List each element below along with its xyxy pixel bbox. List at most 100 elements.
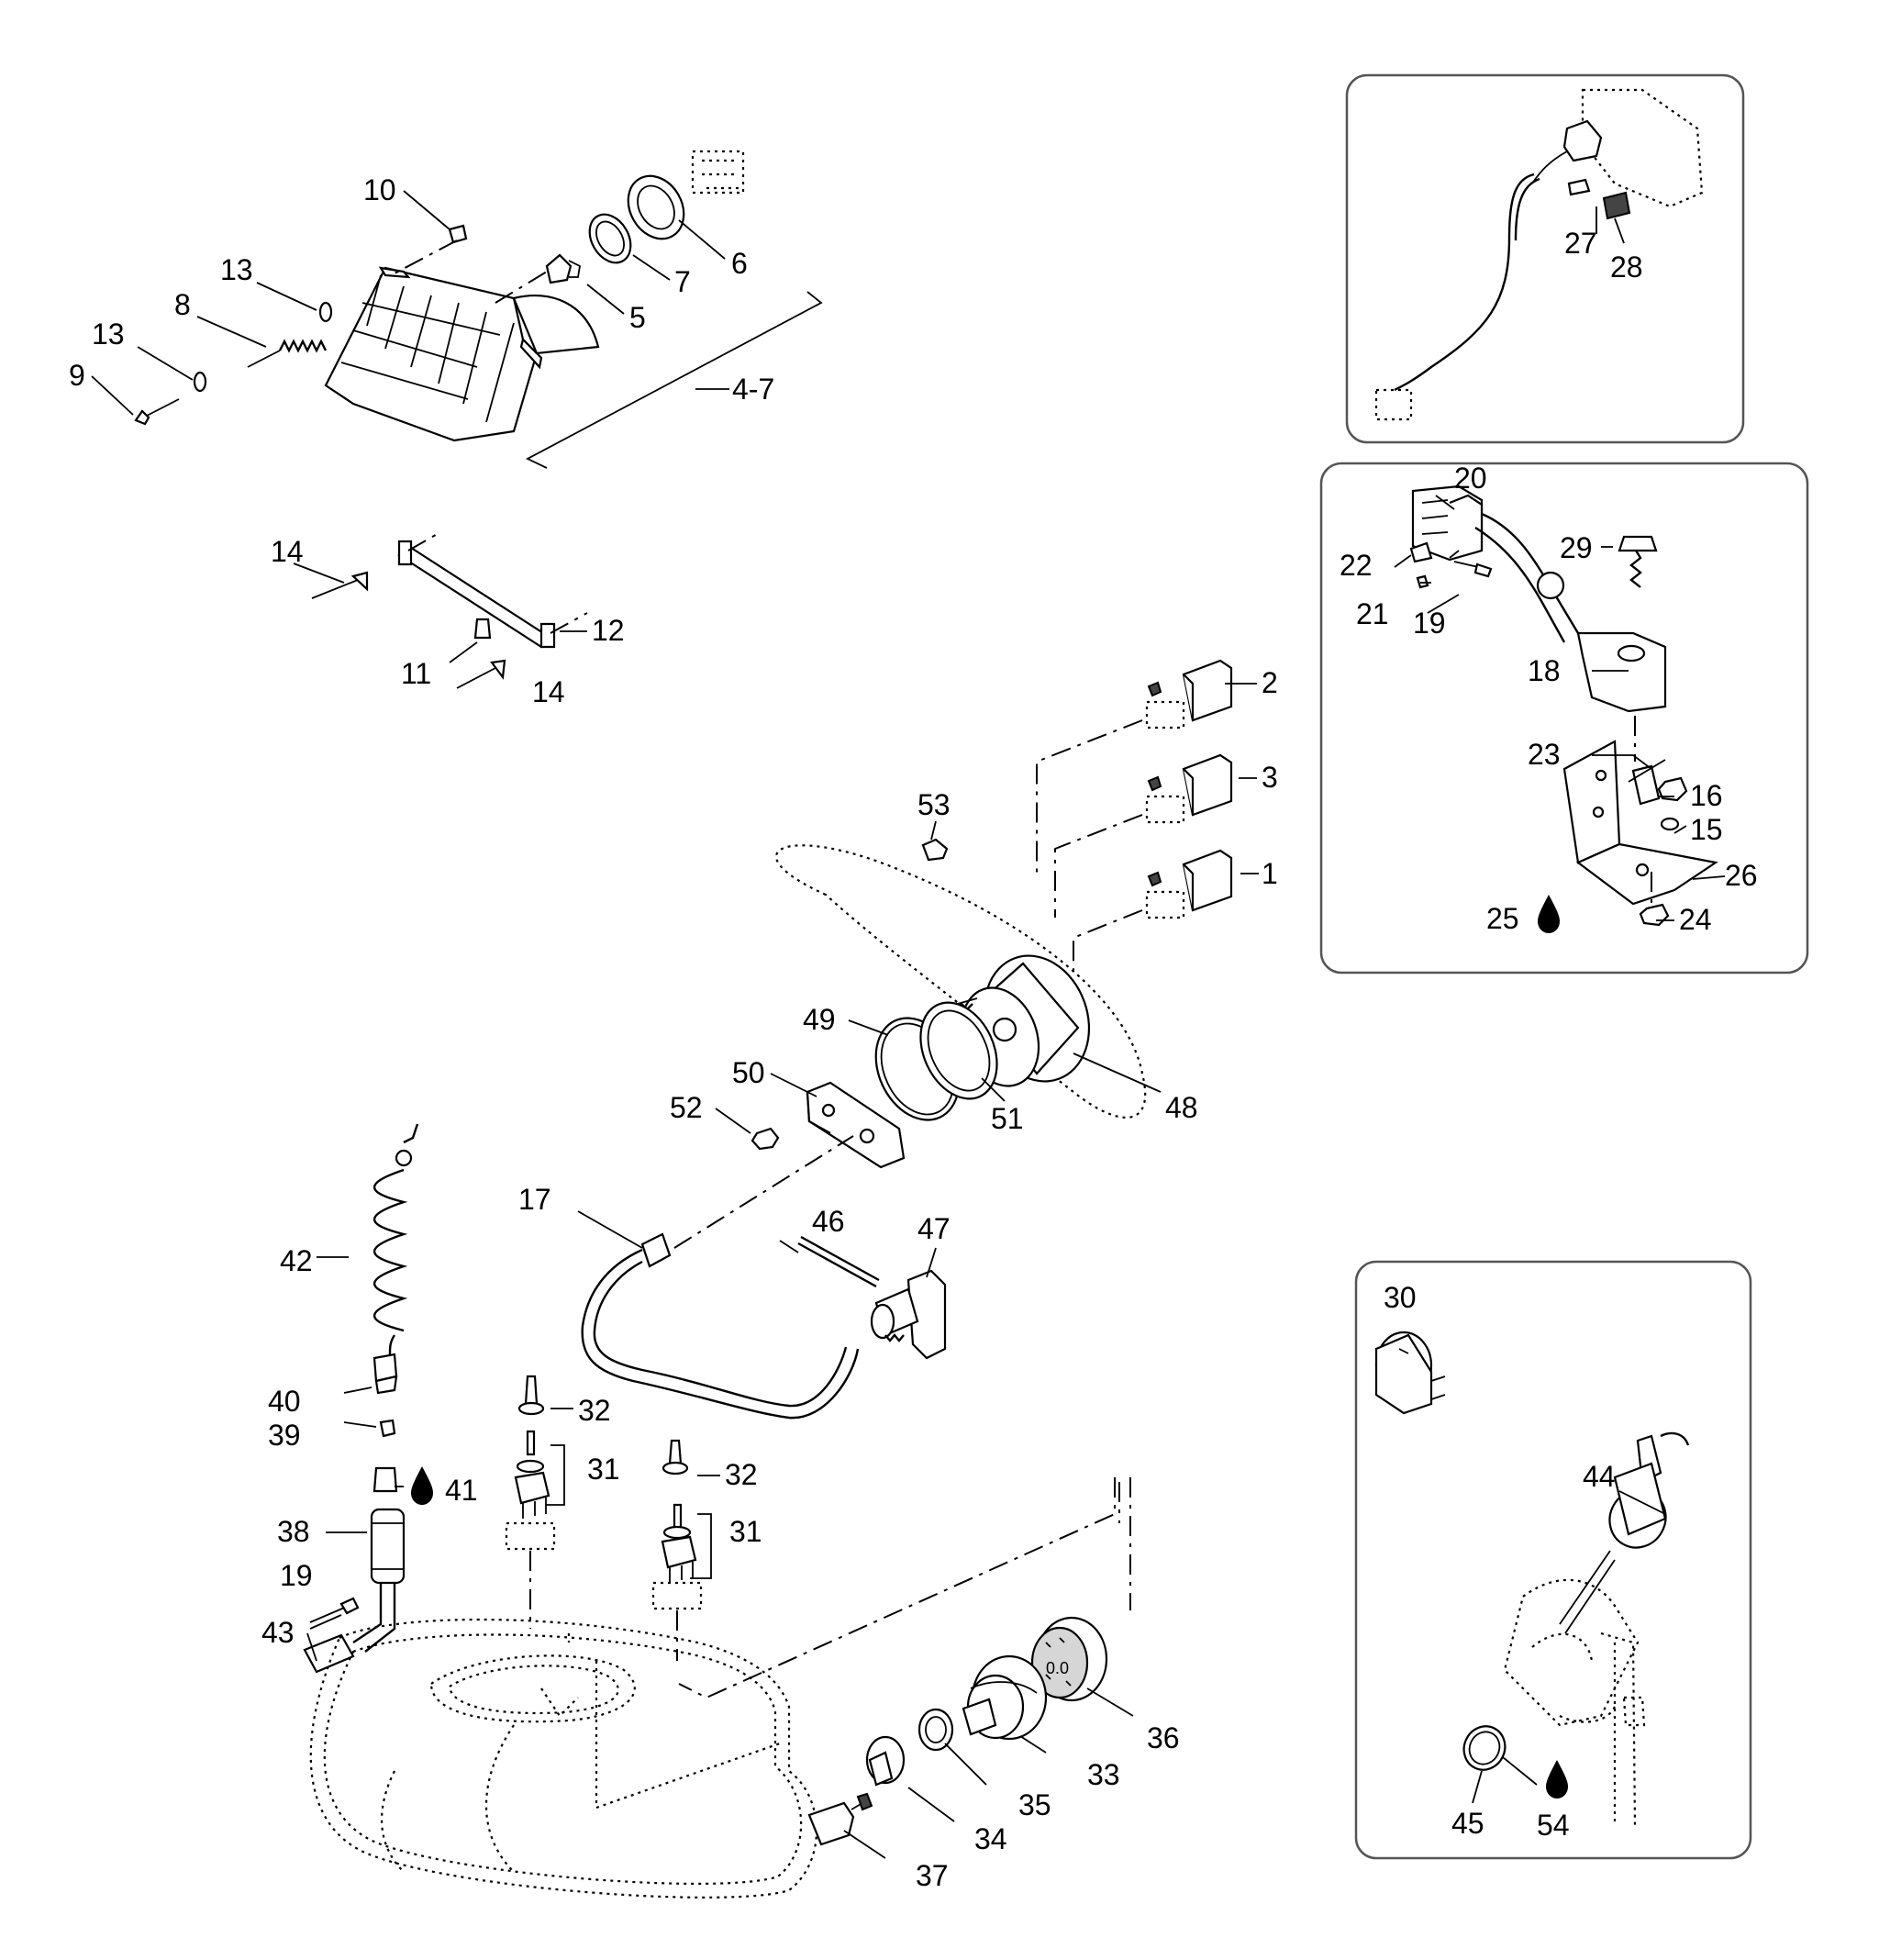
callout-13b: 13 bbox=[92, 317, 125, 351]
link-lines-connectors bbox=[1036, 719, 1143, 973]
link-line-17 bbox=[673, 1135, 854, 1249]
link-lines-switches bbox=[529, 1551, 678, 1661]
callout-22: 22 bbox=[1340, 549, 1373, 582]
callout-41: 41 bbox=[445, 1474, 478, 1507]
callout-21: 21 bbox=[1356, 597, 1389, 630]
callout-44: 44 bbox=[1583, 1460, 1616, 1493]
callout-14a: 14 bbox=[271, 535, 304, 568]
connector-2 bbox=[1145, 659, 1233, 729]
ring-7 bbox=[588, 213, 632, 264]
callout-17: 17 bbox=[518, 1183, 551, 1216]
console-outline bbox=[309, 1618, 818, 1899]
callout-29: 29 bbox=[1560, 531, 1593, 564]
callout-39: 39 bbox=[268, 1419, 301, 1452]
lanyard-42 bbox=[372, 1123, 419, 1368]
clip-39 bbox=[379, 1419, 396, 1438]
callout-18: 18 bbox=[1528, 654, 1561, 687]
callout-20: 20 bbox=[1454, 462, 1487, 495]
headlight-assembly bbox=[324, 266, 600, 442]
callout-52: 52 bbox=[670, 1091, 703, 1124]
callout-2: 2 bbox=[1262, 666, 1278, 699]
connector-43 bbox=[303, 1633, 355, 1674]
bracket-4-7 bbox=[525, 291, 823, 469]
callout-46: 46 bbox=[812, 1205, 845, 1238]
harness-inset-parts bbox=[1374, 88, 1704, 421]
callout-54: 54 bbox=[1537, 1809, 1570, 1842]
cap-40 bbox=[372, 1353, 398, 1395]
connector-3 bbox=[1145, 753, 1233, 824]
ring-35 bbox=[917, 1708, 954, 1752]
callout-50: 50 bbox=[732, 1056, 765, 1089]
callout-33: 33 bbox=[1087, 1758, 1120, 1791]
callout-4-7: 4-7 bbox=[732, 373, 774, 406]
knob-32-left bbox=[517, 1375, 545, 1416]
switch-31-right bbox=[651, 1503, 703, 1610]
callout-26: 26 bbox=[1725, 859, 1758, 892]
spring-8 bbox=[247, 339, 328, 368]
callout-7: 7 bbox=[674, 265, 691, 298]
leader-lines bbox=[91, 190, 1726, 1859]
inset-panel-buzzer bbox=[1354, 1260, 1752, 1860]
callout-35: 35 bbox=[1018, 1788, 1051, 1821]
callout-15: 15 bbox=[1690, 813, 1723, 846]
switch-38 bbox=[352, 1466, 406, 1653]
callout-14b: 14 bbox=[532, 675, 565, 708]
cap-34 bbox=[865, 1735, 906, 1787]
buzzer-inset-parts bbox=[1374, 1331, 1690, 1827]
callout-9: 9 bbox=[69, 359, 85, 392]
rivet-14 bbox=[311, 571, 506, 689]
connector-1 bbox=[1145, 849, 1233, 919]
callout-6: 6 bbox=[731, 247, 748, 280]
callout-10: 10 bbox=[363, 173, 396, 206]
callout-23: 23 bbox=[1528, 738, 1561, 771]
callout-30: 30 bbox=[1384, 1281, 1417, 1314]
callout-48: 48 bbox=[1165, 1091, 1198, 1124]
hour-meter-36: 0.0 bbox=[1030, 1616, 1108, 1702]
ring-51 bbox=[919, 1001, 998, 1100]
clip-10 bbox=[394, 224, 468, 274]
clip-53 bbox=[921, 838, 949, 862]
callout-32a: 32 bbox=[578, 1394, 611, 1427]
inset-panel-harness bbox=[1345, 73, 1745, 444]
oil-drop-icon bbox=[1546, 1760, 1568, 1799]
knob-32-right bbox=[662, 1439, 689, 1476]
callout-40: 40 bbox=[268, 1385, 301, 1418]
relay-inset-parts bbox=[1409, 484, 1718, 927]
inset-panel-relay bbox=[1319, 462, 1809, 974]
callout-11: 11 bbox=[401, 657, 431, 690]
bezel-6 bbox=[627, 174, 685, 240]
callout-27: 27 bbox=[1564, 227, 1597, 260]
svg-text:0.0: 0.0 bbox=[1046, 1659, 1069, 1677]
link-line-36 bbox=[678, 1477, 1131, 1699]
callout-51: 51 bbox=[991, 1102, 1024, 1135]
callout-12: 12 bbox=[592, 614, 625, 647]
cable-46 bbox=[797, 1235, 880, 1288]
oil-drop-icon bbox=[411, 1466, 433, 1505]
callout-3: 3 bbox=[1262, 761, 1278, 794]
callout-19a: 19 bbox=[1413, 607, 1446, 640]
callout-1: 1 bbox=[1262, 857, 1278, 890]
bracket-50 bbox=[806, 1081, 906, 1169]
cable-17 bbox=[581, 1232, 860, 1420]
callout-38: 38 bbox=[277, 1515, 310, 1548]
callout-47: 47 bbox=[917, 1212, 951, 1245]
callout-49: 49 bbox=[803, 1003, 836, 1036]
bulb-5 bbox=[495, 253, 581, 304]
callout-45: 45 bbox=[1451, 1807, 1484, 1840]
callout-labels: 1 2 3 4-7 5 6 7 8 9 10 11 12 13 13 14 14… bbox=[69, 173, 1758, 1892]
oil-drop-icon bbox=[1538, 895, 1560, 933]
switch-31-left bbox=[505, 1430, 556, 1551]
nut-52 bbox=[750, 1127, 780, 1151]
washers-13 bbox=[193, 301, 333, 393]
callout-31a: 31 bbox=[587, 1453, 620, 1486]
callout-43: 43 bbox=[261, 1616, 295, 1649]
bracket-12 bbox=[397, 531, 588, 649]
socket-connector-top bbox=[691, 150, 745, 195]
terminal-19-lower bbox=[309, 1597, 360, 1630]
callout-32b: 32 bbox=[725, 1458, 758, 1491]
callout-31b: 31 bbox=[729, 1515, 762, 1548]
callout-16: 16 bbox=[1690, 779, 1723, 812]
callout-24: 24 bbox=[1679, 903, 1712, 936]
key-37 bbox=[807, 1792, 873, 1846]
